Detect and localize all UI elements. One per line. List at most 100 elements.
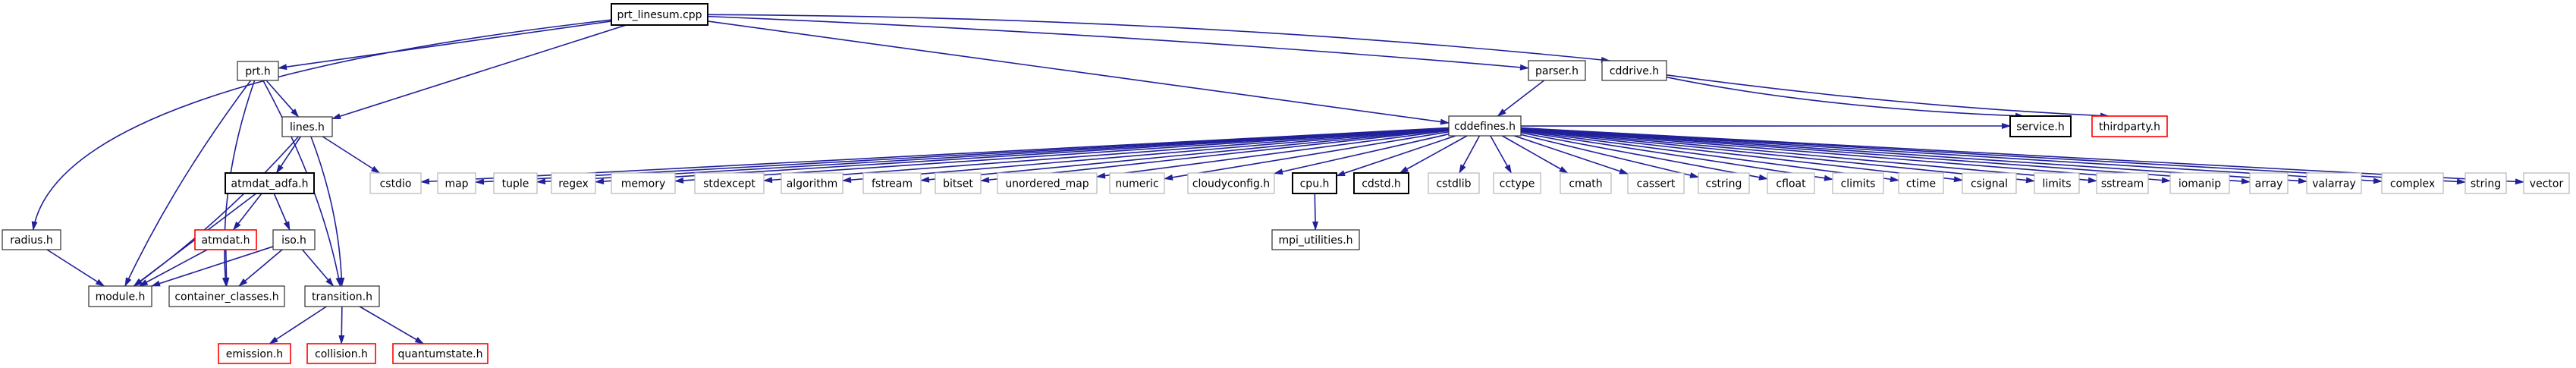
node-iomanip[interactable]: iomanip [2169,172,2230,194]
node-label: climits [1841,178,1876,190]
node-box [168,285,285,307]
node-transition-h[interactable]: transition.h [304,285,380,307]
node-algorithm[interactable]: algorithm [781,172,843,194]
node-fstream[interactable]: fstream [862,172,922,194]
node-cmath[interactable]: cmath [1560,172,1612,194]
node-label: cassert [1637,178,1676,190]
node-label: iomanip [2179,178,2221,190]
node-label: unordered_map [1005,178,1089,190]
node-cddefines-h[interactable]: cddefines.h [1448,115,1522,137]
node-collision-h[interactable]: collision.h [306,343,376,364]
node-label: atmdat_adfa.h [231,178,309,190]
node-label: array [2255,178,2283,190]
node-sstream[interactable]: sstream [2096,172,2149,194]
node-atmdat-adfa-h[interactable]: atmdat_adfa.h [225,172,315,194]
node-cfloat[interactable]: cfloat [1767,172,1815,194]
node-label: lines.h [290,121,325,134]
edge-parser-h-to-cddefines-h [1497,80,1545,117]
node-lines-h[interactable]: lines.h [281,116,333,137]
node-bitset[interactable]: bitset [935,172,982,194]
node-box [2169,172,2230,194]
node-box [1428,172,1480,194]
node-box [2464,172,2507,194]
node-string[interactable]: string [2464,172,2507,194]
node-emission-h[interactable]: emission.h [218,343,291,364]
node-unordered-map[interactable]: unordered_map [997,172,1098,194]
node-memory[interactable]: memory [611,172,676,194]
node-box [493,172,538,194]
edge-atmdat-h-to-container-classes-h [223,249,230,287]
node-box [225,172,315,194]
edge-cddefines-h-to-cassert [1514,135,1629,175]
edge-cddefines-h-to-tuple [536,127,1450,185]
node-map[interactable]: map [437,172,476,194]
edge-prt-h-to-lines-h [265,80,300,118]
node-label: vector [2530,178,2564,190]
edge-prt-linesum-cpp-to-lines-h [331,24,627,120]
node-complex[interactable]: complex [2381,172,2444,194]
node-label: sstream [2101,178,2144,190]
edge-prt-linesum-cpp-to-prt-h [278,20,612,71]
node-stdexcept[interactable]: stdexcept [694,172,765,194]
node-regex[interactable]: regex [551,172,596,194]
edge-cddefines-h-to-complex [1520,127,2383,184]
node-label: cloudyconfig.h [1192,178,1270,190]
node-cstdlib[interactable]: cstdlib [1428,172,1480,194]
edge-cddefines-h-to-bitset [980,129,1450,184]
node-climits[interactable]: climits [1832,172,1884,194]
edge-cddefines-h-to-cstdlib [1459,135,1481,174]
node-radius-h[interactable]: radius.h [2,229,61,250]
node-cdstd-h[interactable]: cdstd.h [1353,172,1409,194]
node-label: transition.h [312,291,372,304]
edge-cddefines-h-to-memory [674,127,1450,184]
node-box [88,285,152,307]
edge-cddefines-h-to-stdexcept [763,127,1450,184]
node-vector[interactable]: vector [2523,172,2570,194]
node-quantumstate-h[interactable]: quantumstate.h [392,343,488,364]
node-label: stdexcept [703,178,756,190]
node-cstring[interactable]: cstring [1698,172,1750,194]
node-limits[interactable]: limits [2034,172,2080,194]
node-numeric[interactable]: numeric [1109,172,1165,194]
node-cstdio[interactable]: cstdio [369,172,422,194]
node-box [306,343,376,364]
node-iso-h[interactable]: iso.h [272,229,316,250]
node-box [1698,172,1750,194]
edge-iso-h-to-module-h [151,246,274,287]
node-cddrive-h[interactable]: cddrive.h [1601,60,1667,81]
node-box [1832,172,1884,194]
node-cloudyconfig-h[interactable]: cloudyconfig.h [1187,172,1275,194]
node-prt-h[interactable]: prt.h [237,61,279,81]
node-container-classes-h[interactable]: container_classes.h [168,285,285,307]
node-tuple[interactable]: tuple [493,172,538,194]
node-cpu-h[interactable]: cpu.h [1292,172,1337,194]
node-box [272,229,316,250]
node-label: map [445,178,468,190]
node-label: cfloat [1776,178,1806,190]
node-csignal[interactable]: csignal [1962,172,2017,194]
node-cctype[interactable]: cctype [1493,172,1541,194]
node-label: cdstd.h [1362,178,1401,190]
node-ctime[interactable]: ctime [1898,172,1944,194]
node-prt-linesum-cpp[interactable]: prt_linesum.cpp [611,3,708,26]
node-atmdat-h[interactable]: atmdat.h [194,229,257,250]
node-box [1187,172,1275,194]
node-label: cstring [1706,178,1742,190]
edge-lines-h-to-atmdat-adfa-h [275,136,302,174]
node-module-h[interactable]: module.h [88,285,152,307]
node-array[interactable]: array [2249,172,2289,194]
node-service-h[interactable]: service.h [2009,115,2072,137]
node-parser-h[interactable]: parser.h [1528,60,1586,81]
node-cassert[interactable]: cassert [1627,172,1685,194]
node-thirdparty-h[interactable]: thirdparty.h [2091,115,2168,137]
edge-cddefines-h-to-iomanip [1520,128,2171,184]
node-mpi-utilities-h[interactable]: mpi_utilities.h [1271,229,1360,250]
node-label: cddrive.h [1610,65,1659,77]
node-label: algorithm [787,178,838,190]
node-box [2034,172,2080,194]
node-label: collision.h [315,348,368,360]
node-label: emission.h [226,348,283,360]
node-label: cddefines.h [1454,121,1516,133]
node-valarray[interactable]: valarray [2306,172,2362,194]
